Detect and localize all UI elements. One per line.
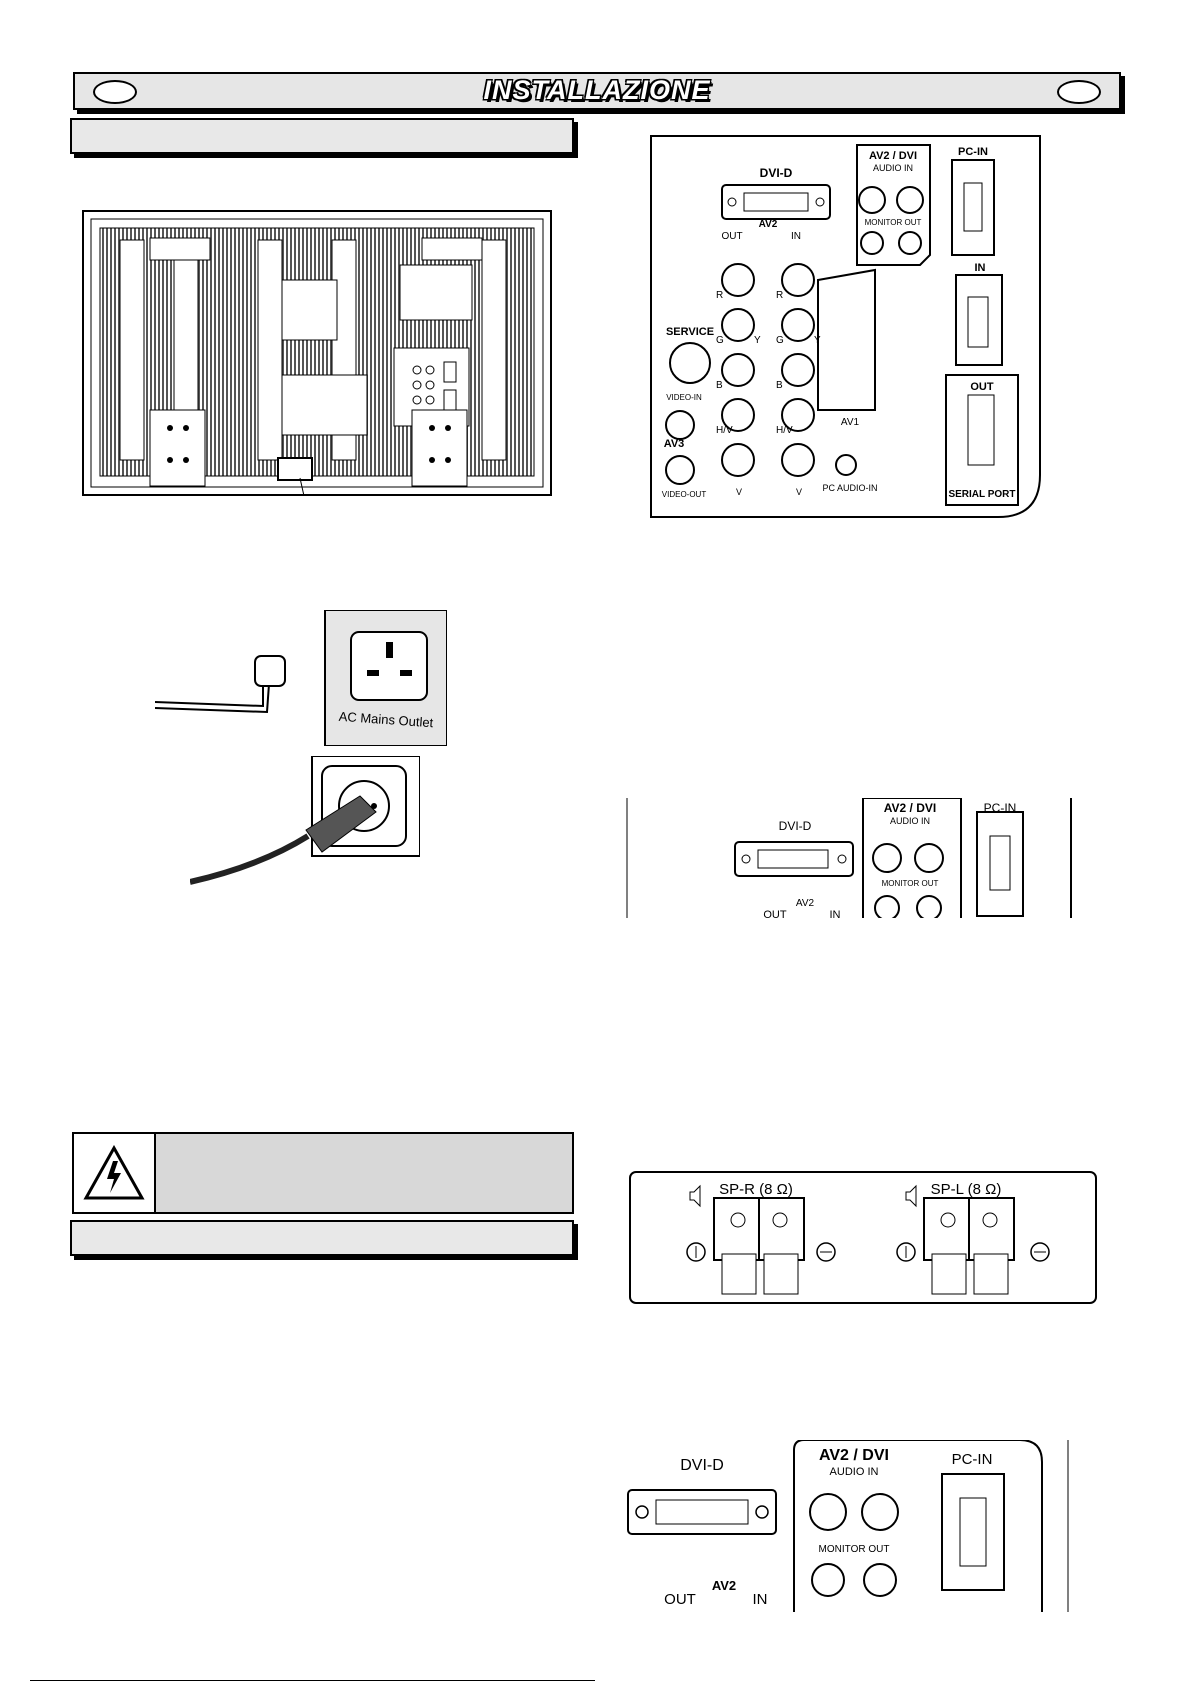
label-out-serial: OUT xyxy=(970,381,994,393)
label-audio-in-2: AUDIO IN xyxy=(890,816,930,826)
label-av2-dvi-3: AV2 / DVI xyxy=(819,1447,889,1464)
label-av2-dvi-2: AV2 / DVI xyxy=(884,801,936,815)
label-out-av2: OUT xyxy=(721,231,742,242)
label-hv-out: H/V xyxy=(716,425,733,436)
label-av1: AV1 xyxy=(841,417,860,428)
label-out-2: OUT xyxy=(763,909,787,918)
label-r-out: R xyxy=(716,290,723,301)
electric-hazard-icon xyxy=(83,1145,145,1200)
speaker-terminals-figure: SP-R (8 Ω) SP-L (8 Ω) xyxy=(628,1170,1098,1305)
header-left-oval xyxy=(93,80,137,104)
label-sp-r: SP-R (8 Ω) xyxy=(719,1181,793,1198)
connector-panel-figure: DVI-D AV2 / DVI AUDIO IN MONITOR OUT PC-… xyxy=(650,135,1042,518)
label-v-out: V xyxy=(736,487,742,497)
label-dvi-d-2: DVI-D xyxy=(779,819,812,833)
warning-text-area xyxy=(156,1134,572,1212)
label-dvi-d: DVI-D xyxy=(760,166,793,180)
label-g-out: G xyxy=(716,335,724,346)
speaker-icon-left xyxy=(905,1184,917,1208)
header-bar: INSTALLAZIONE xyxy=(73,72,1121,110)
warning-icon-cell xyxy=(74,1134,156,1212)
label-service: SERVICE xyxy=(666,326,714,338)
label-av2-2: AV2 xyxy=(796,898,815,909)
label-av2: AV2 xyxy=(759,219,778,230)
uk-plug-figure: AC Mains Outlet xyxy=(154,609,448,747)
speaker-icon-right xyxy=(689,1184,701,1208)
label-av2-3: AV2 xyxy=(712,1578,736,1593)
label-g-in: G xyxy=(776,335,784,346)
label-in-av2: IN xyxy=(791,231,801,242)
label-video-in: VIDEO-IN xyxy=(666,393,702,402)
label-video-out: VIDEO-OUT xyxy=(662,490,707,499)
label-in-serial: IN xyxy=(975,262,986,274)
label-v-in: V xyxy=(796,487,802,497)
label-av3: AV3 xyxy=(664,438,685,450)
tv-rear-figure xyxy=(82,210,552,497)
label-y-in: Y xyxy=(814,335,821,346)
label-y-out: Y xyxy=(754,335,761,346)
section-bar-2 xyxy=(70,1220,574,1256)
page-title: INSTALLAZIONE xyxy=(483,75,711,105)
label-dvi-d-3: DVI-D xyxy=(680,1457,724,1474)
label-monitor-out-3: MONITOR OUT xyxy=(819,1544,890,1555)
warning-box xyxy=(72,1132,574,1214)
label-serial-port: SERIAL PORT xyxy=(948,489,1015,500)
label-pc-in: PC-IN xyxy=(958,146,988,158)
connector-detail-figure-2: DVI-D AV2 / DVI AUDIO IN MONITOR OUT PC-… xyxy=(622,1439,1072,1612)
label-b-in: B xyxy=(776,380,783,391)
label-b-out: B xyxy=(716,380,723,391)
label-r-in: R xyxy=(776,290,783,301)
bottom-rule xyxy=(30,1680,595,1681)
label-av2-dvi: AV2 / DVI xyxy=(869,150,917,162)
label-audio-in: AUDIO IN xyxy=(873,163,913,173)
label-pc-in-3: PC-IN xyxy=(952,1451,993,1468)
label-out-3: OUT xyxy=(664,1591,696,1608)
label-pc-audio-in: PC AUDIO-IN xyxy=(822,483,877,493)
section-bar-1 xyxy=(70,118,574,154)
header-right-oval xyxy=(1057,80,1101,104)
connector-detail-figure-1: DVI-D AV2 / DVI AUDIO IN MONITOR OUT PC-… xyxy=(625,797,1075,921)
label-monitor-out: MONITOR OUT xyxy=(865,218,922,227)
label-in-3: IN xyxy=(753,1591,768,1608)
label-sp-l: SP-L (8 Ω) xyxy=(931,1181,1002,1198)
label-audio-in-3: AUDIO IN xyxy=(830,1466,879,1478)
schuko-plug-figure xyxy=(189,755,421,896)
label-monitor-out-2: MONITOR OUT xyxy=(882,879,939,888)
label-hv-in: H/V xyxy=(776,425,793,436)
label-in-2: IN xyxy=(830,909,841,918)
label-pc-in-2: PC-IN xyxy=(984,801,1017,815)
